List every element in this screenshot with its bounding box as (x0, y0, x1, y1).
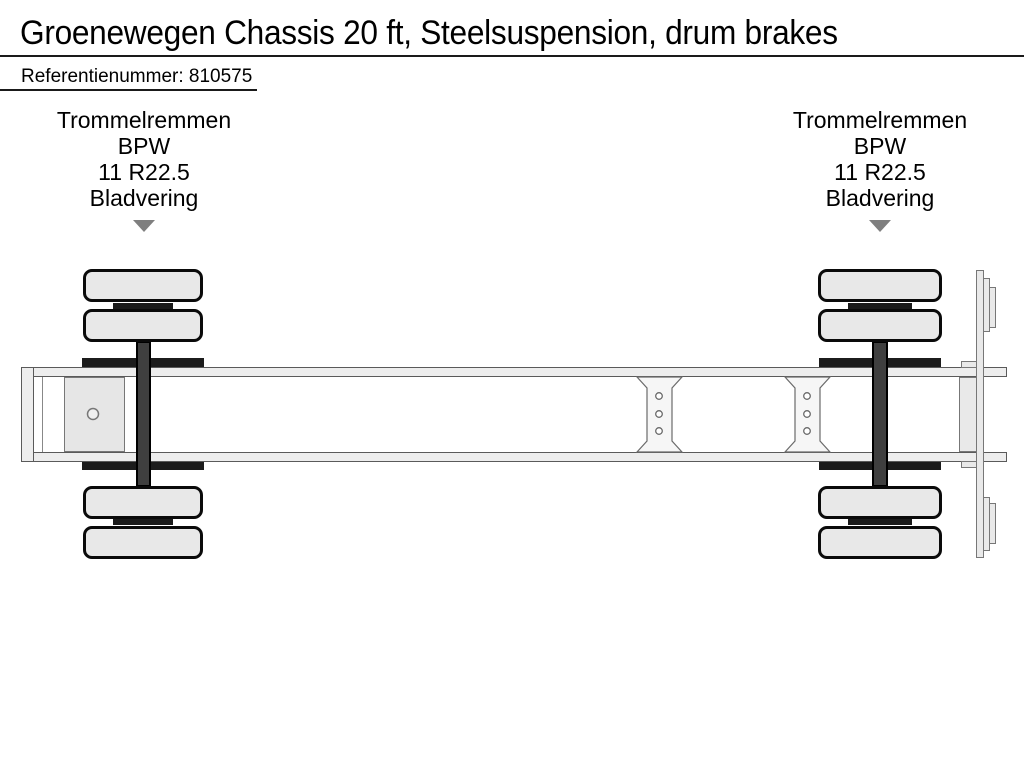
rear-wheel-connector-top (848, 303, 912, 309)
front-axle-brakes-label: Trommelremmen (56, 107, 232, 133)
rear-axle-annotation: Trommelremmen BPW 11 R22.5 Bladvering (770, 107, 990, 232)
tire (83, 526, 203, 559)
front-wheel-connector-bottom (113, 519, 173, 525)
bolt-hole (655, 427, 663, 435)
rear-axle-suspension-label: Bladvering (825, 185, 935, 211)
bolt-hole (803, 427, 811, 435)
rear-wheel-connector-bottom (848, 519, 912, 525)
reference-underline (0, 89, 257, 91)
title-separator (0, 55, 1024, 57)
tire (83, 486, 203, 519)
front-web-line (42, 377, 43, 452)
tire (83, 269, 203, 302)
rear-bumper-bar (976, 270, 984, 558)
page-title: Groenewegen Chassis 20 ft, Steelsuspensi… (20, 14, 838, 52)
front-axle-annotation: Trommelremmen BPW 11 R22.5 Bladvering (34, 107, 254, 232)
reference-number-value: 810575 (188, 66, 253, 87)
tire (818, 526, 942, 559)
rear-axle-brand-label: BPW (853, 133, 907, 159)
bolt-hole (655, 392, 663, 400)
reference-number-label: Referentienummer: (21, 66, 184, 87)
front-axle-tiresize-label: 11 R22.5 (98, 159, 190, 185)
reference-number-line: Referentienummer: 810575 (21, 66, 252, 88)
bolt-hole (803, 410, 811, 418)
rear-axle-beam (872, 341, 888, 487)
front-crossmember (21, 367, 34, 462)
taillight-bottom-inner (989, 503, 996, 544)
tire (818, 269, 942, 302)
front-wheel-connector-top (113, 303, 173, 309)
kingpin-circle (86, 407, 100, 421)
tire (83, 309, 203, 342)
triangle-down-icon (133, 220, 155, 232)
rear-axle-brakes-label: Trommelremmen (792, 107, 968, 133)
taillight-top-inner (989, 287, 996, 328)
front-axle-beam (136, 341, 151, 487)
triangle-down-icon (869, 220, 891, 232)
front-axle-suspension-label: Bladvering (89, 185, 199, 211)
bolt-hole (655, 410, 663, 418)
tire (818, 309, 942, 342)
bolt-hole (803, 392, 811, 400)
front-axle-brand-label: BPW (117, 133, 171, 159)
rear-axle-tiresize-label: 11 R22.5 (834, 159, 926, 185)
tire (818, 486, 942, 519)
